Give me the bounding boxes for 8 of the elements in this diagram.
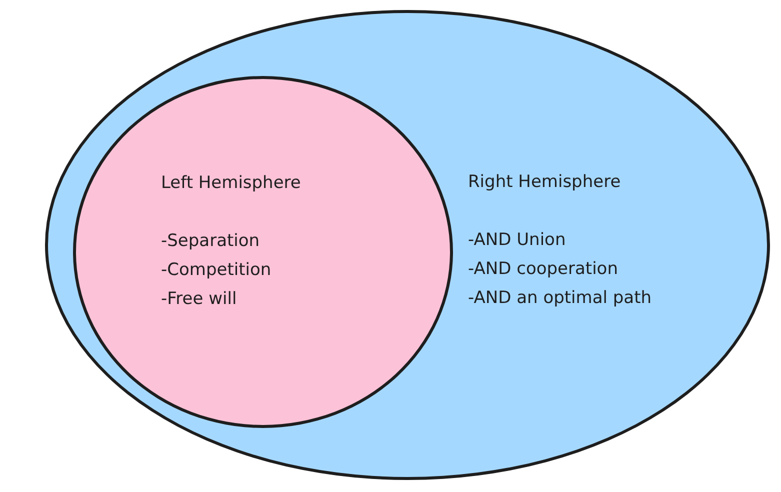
list-item: -Competition — [161, 259, 272, 282]
list-item: -AND cooperation — [468, 258, 618, 281]
heading: Left Hemisphere — [161, 172, 301, 195]
list-item: -Free will — [161, 288, 237, 311]
list-item: -AND an optimal path — [468, 287, 652, 310]
list-item: -Separation — [161, 230, 260, 253]
heading: Right Hemisphere — [468, 171, 621, 194]
list-item: -AND Union — [468, 229, 566, 252]
